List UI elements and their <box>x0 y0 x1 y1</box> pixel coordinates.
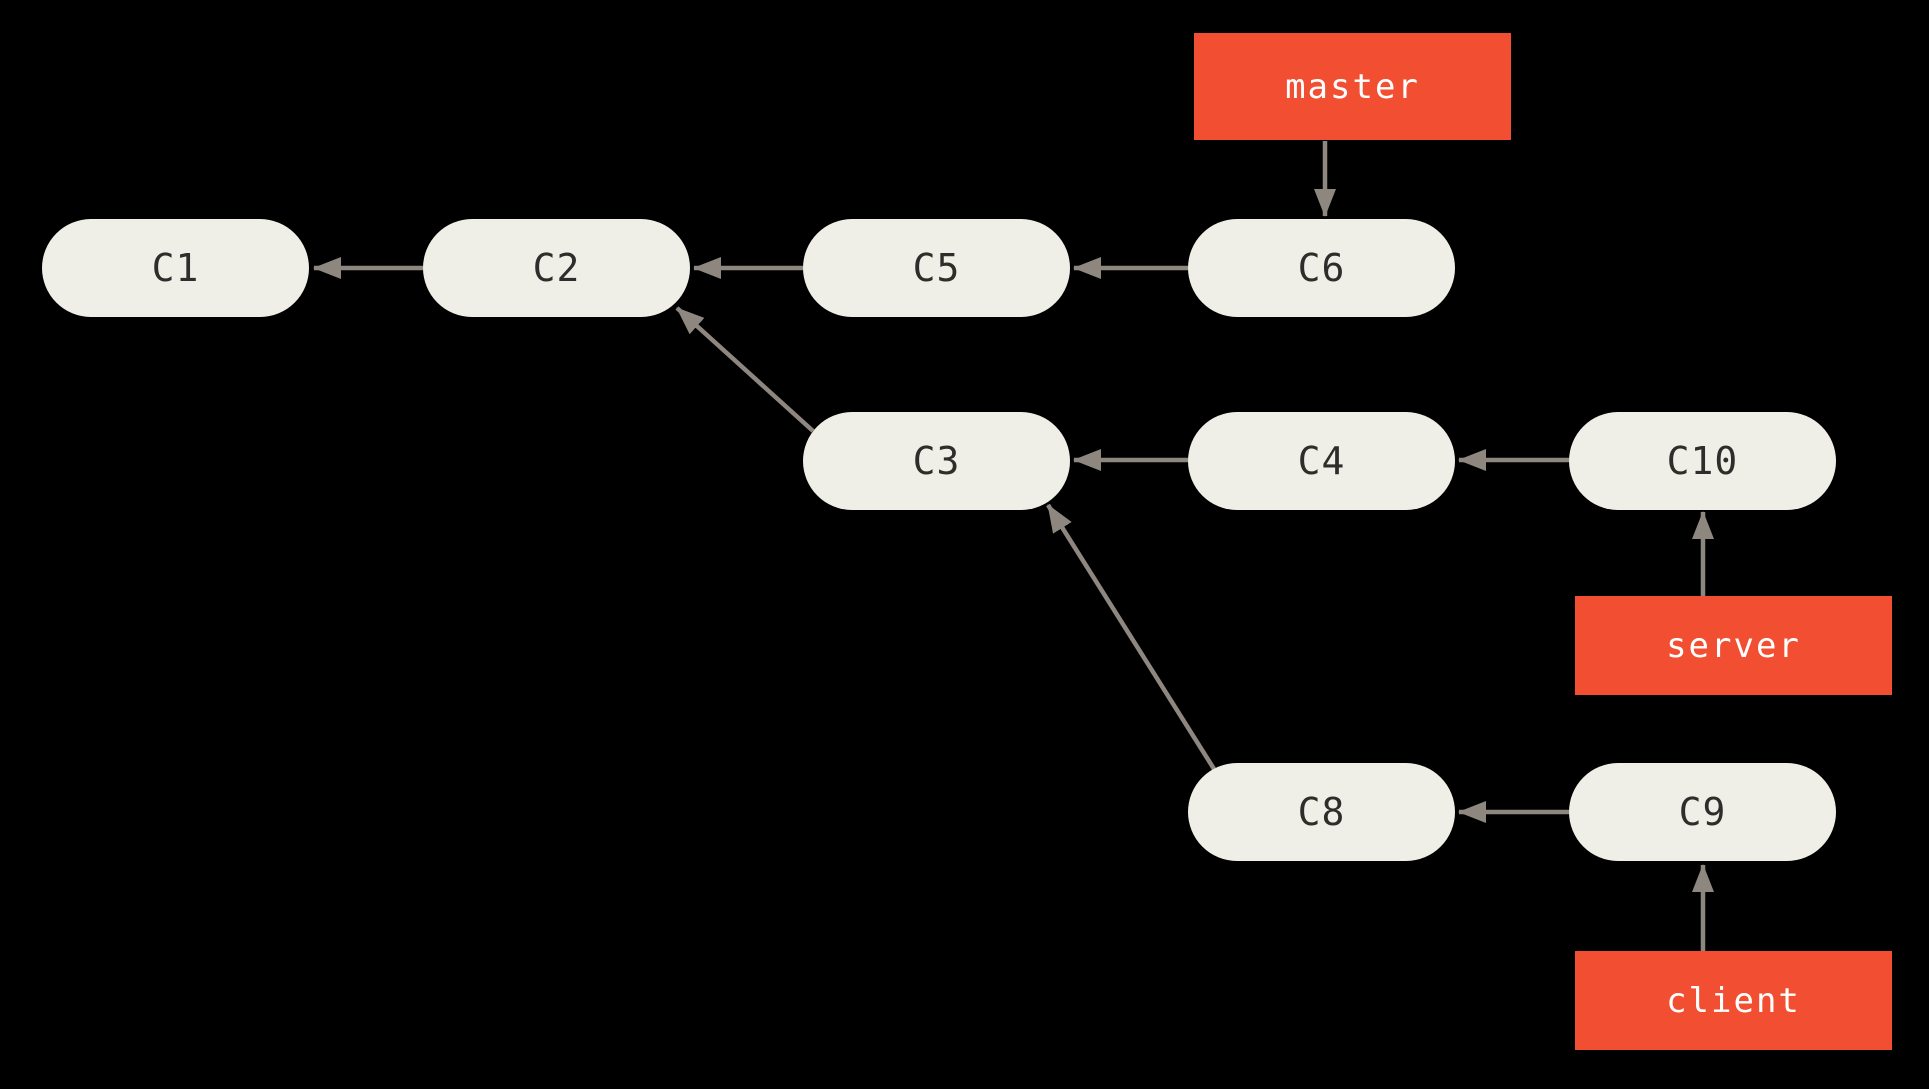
branch-label-server: server <box>1575 596 1892 695</box>
commit-node-c4: C4 <box>1188 412 1455 510</box>
commit-label-c8: C8 <box>1297 790 1346 834</box>
branch-label-client-text: client <box>1666 980 1801 1021</box>
edge-c8-to-c3 <box>1046 503 1216 771</box>
commit-label-c10: C10 <box>1666 439 1739 483</box>
commit-label-c6: C6 <box>1297 246 1346 290</box>
commit-label-c9: C9 <box>1678 790 1727 834</box>
branch-label-master: master <box>1194 33 1511 140</box>
branch-label-master-text: master <box>1285 66 1420 107</box>
commit-node-c3: C3 <box>803 412 1070 510</box>
commit-node-c5: C5 <box>803 219 1070 317</box>
commit-label-c3: C3 <box>912 439 961 483</box>
commit-node-c8: C8 <box>1188 763 1455 861</box>
commit-label-c2: C2 <box>532 246 581 290</box>
commit-label-c1: C1 <box>151 246 200 290</box>
commit-node-c9: C9 <box>1569 763 1836 861</box>
commit-node-c1: C1 <box>42 219 309 317</box>
branch-label-client: client <box>1575 951 1892 1050</box>
commit-node-c2: C2 <box>423 219 690 317</box>
commit-node-c6: C6 <box>1188 219 1455 317</box>
commit-label-c4: C4 <box>1297 439 1346 483</box>
commit-label-c5: C5 <box>912 246 961 290</box>
commit-node-c10: C10 <box>1569 412 1836 510</box>
branch-label-server-text: server <box>1666 625 1801 666</box>
edge-c3-to-c2 <box>675 306 815 433</box>
